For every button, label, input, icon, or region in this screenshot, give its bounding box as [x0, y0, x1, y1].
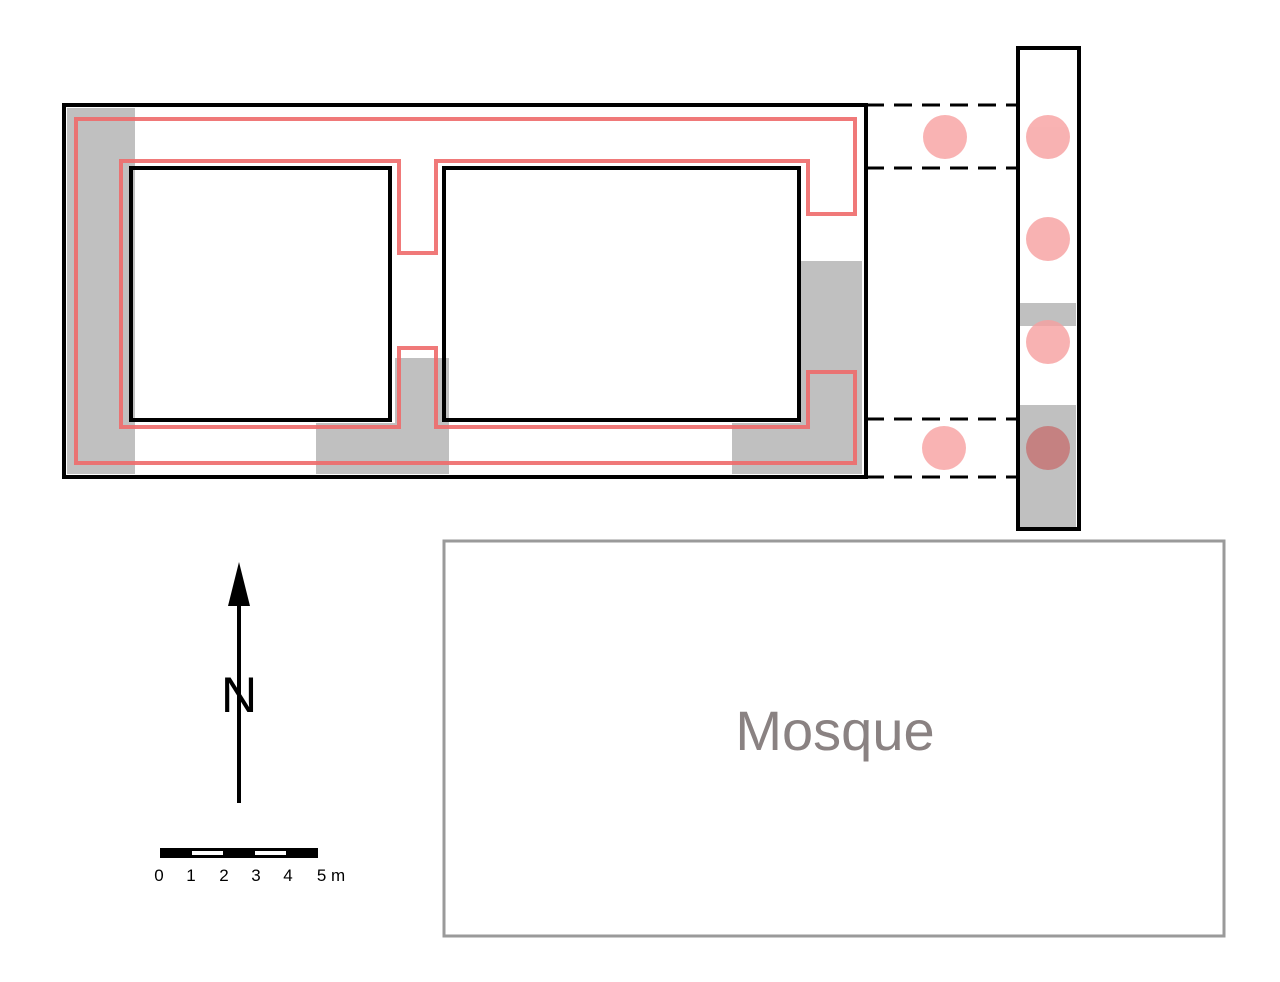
north-arrow: N — [221, 562, 257, 803]
mosque-label: Mosque — [735, 699, 934, 762]
dashed-connectors — [866, 103, 1018, 479]
shaded-area-south-middle — [316, 358, 449, 474]
building-outline — [62, 103, 868, 479]
east-strip — [1016, 46, 1081, 531]
shaded-area-southeast — [732, 261, 862, 474]
marker-circle — [1026, 426, 1070, 470]
mosque-outline — [442, 539, 1226, 938]
scale-tick-3: 3 — [251, 866, 260, 885]
north-label: N — [221, 667, 257, 723]
shaded-area-west — [67, 108, 135, 474]
scale-tick-5: 5 m — [317, 866, 345, 885]
courtyard-west — [129, 166, 392, 422]
marker-circle — [922, 426, 966, 470]
marker-circle — [1026, 320, 1070, 364]
shaded-area-tower-middle — [1020, 303, 1076, 326]
scale-bar: 0 1 2 3 4 5 m — [154, 848, 345, 885]
marker-circle — [1026, 115, 1070, 159]
scale-tick-1: 1 — [186, 866, 195, 885]
north-arrow-head-icon — [228, 562, 250, 606]
shaded-areas — [67, 108, 1076, 528]
scale-tick-4: 4 — [283, 866, 292, 885]
marker-circle — [1026, 217, 1070, 261]
marker-circle — [923, 115, 967, 159]
scale-tick-0: 0 — [154, 866, 163, 885]
courtyard-east — [442, 166, 801, 422]
red-route — [74, 117, 857, 465]
scale-tick-2: 2 — [219, 866, 228, 885]
red-markers — [922, 115, 1070, 470]
